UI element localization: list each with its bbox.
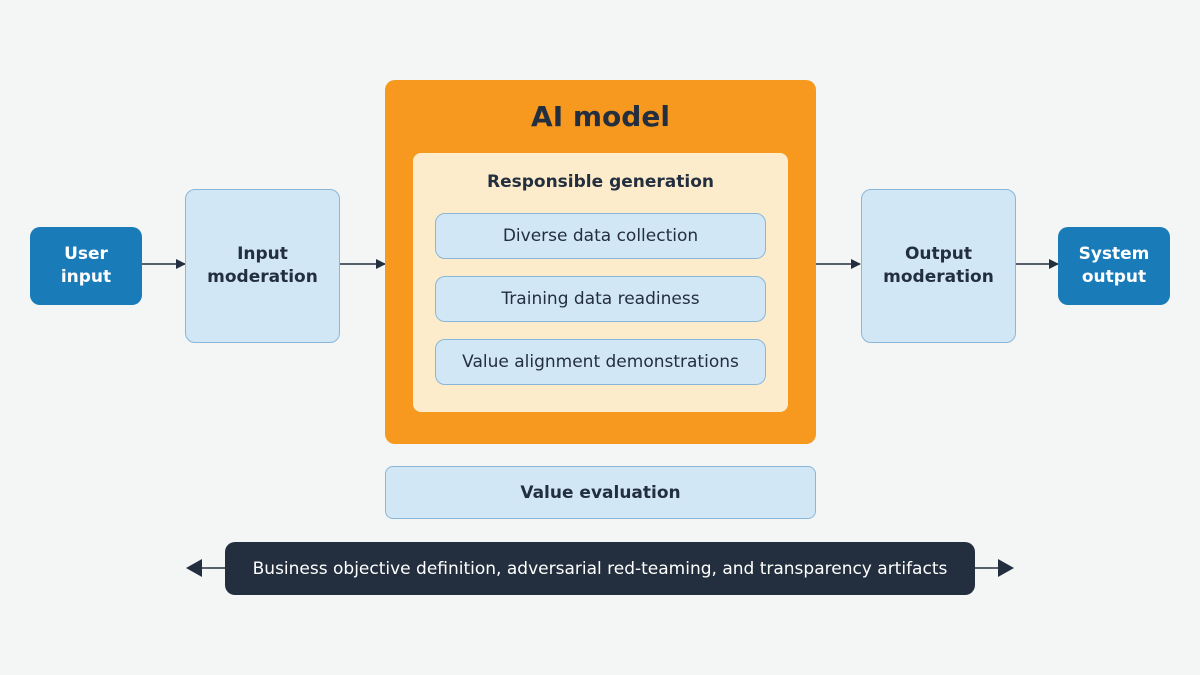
value-alignment-demonstrations-node: Value alignment demonstrations — [435, 339, 766, 385]
ai-model-title: AI model — [531, 100, 670, 133]
diverse-data-collection-node: Diverse data collection — [435, 213, 766, 259]
user-input-line-1: User — [64, 244, 108, 264]
user-input-node: User input — [30, 227, 142, 305]
input-moderation-node: Input moderation — [185, 189, 340, 343]
bottom-bar-left-arrowhead — [186, 559, 202, 577]
system-output-node: System output — [1058, 227, 1170, 305]
system-output-line-2: output — [1081, 267, 1147, 287]
input-moderation-line-2: moderation — [207, 267, 318, 287]
output-moderation-node: Output moderation — [861, 189, 1016, 343]
output-moderation-line-1: Output — [904, 244, 973, 264]
value-evaluation-node: Value evaluation — [385, 466, 816, 519]
input-moderation-line-1: Input — [237, 244, 288, 264]
training-data-readiness-node: Training data readiness — [435, 276, 766, 322]
user-input-line-2: input — [60, 267, 112, 287]
bottom-bar: Business objective definition, adversari… — [225, 542, 975, 595]
responsible-generation-title: Responsible generation — [486, 172, 714, 192]
output-moderation-line-2: moderation — [883, 267, 994, 287]
system-output-line-1: System — [1078, 244, 1150, 264]
bottom-bar-right-arrowhead — [998, 559, 1014, 577]
